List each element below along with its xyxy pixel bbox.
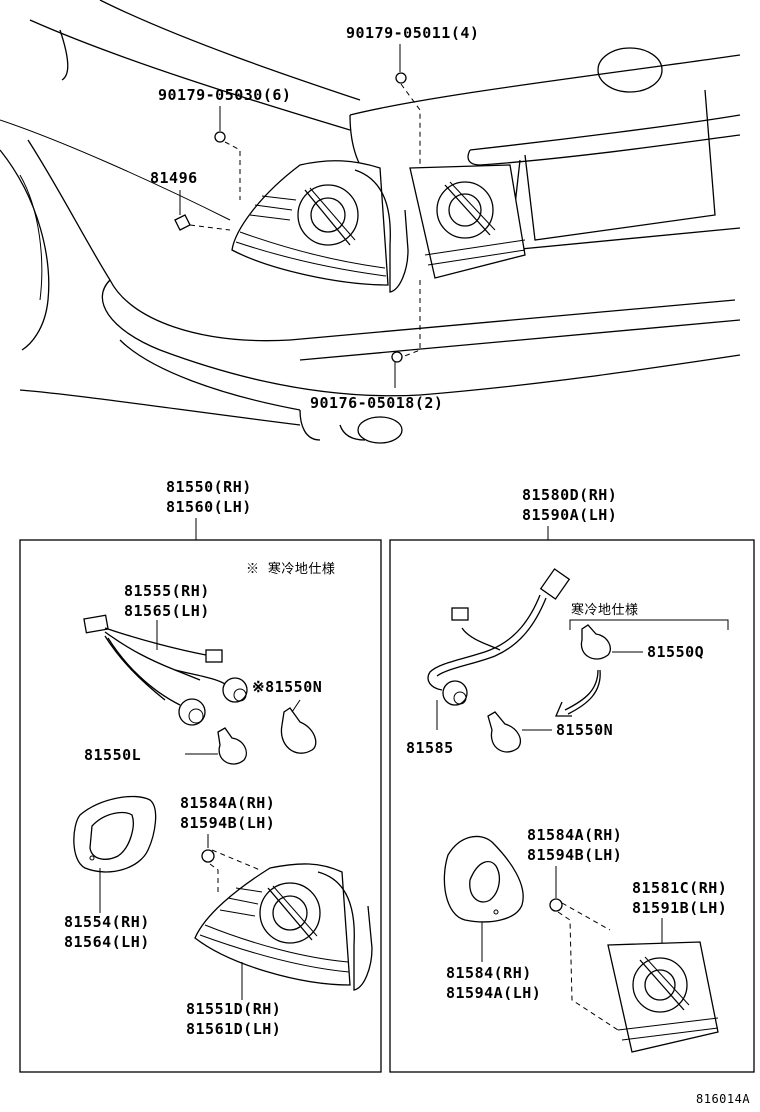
right-bulb-n: 81550N	[556, 721, 613, 739]
left-nut-lh: 81594B(LH)	[180, 814, 275, 832]
left-gasket-rh: 81554(RH)	[64, 913, 150, 931]
left-assembly-rh: 81550(RH)	[166, 478, 252, 496]
label-clip: 81496	[150, 169, 198, 187]
left-assembly-lh: 81560(LH)	[166, 498, 252, 516]
right-gasket-rh: 81584(RH)	[446, 964, 532, 982]
right-nut-rh: 81584A(RH)	[527, 826, 622, 844]
left-note: ※ 寒冷地仕様	[246, 561, 335, 577]
screw-icon	[391, 351, 403, 363]
figure-code: 816014A	[696, 1092, 750, 1106]
bulb-icon	[280, 707, 317, 754]
tail-lamp-lens-left	[194, 863, 373, 991]
left-lens-rh: 81551D(RH)	[186, 1000, 281, 1018]
bulb-icon	[580, 624, 611, 660]
gasket-icon	[73, 795, 157, 873]
left-bulb-l: 81550L	[84, 746, 141, 764]
bulb-icon	[217, 727, 247, 765]
right-lens-rh: 81581C(RH)	[632, 879, 727, 897]
clip-icon	[174, 214, 191, 231]
nut-icon	[549, 898, 563, 912]
gasket-icon	[443, 835, 524, 923]
left-gasket-lh: 81564(LH)	[64, 933, 150, 951]
right-nut-lh: 81594B(LH)	[527, 846, 622, 864]
wire-harness-socket-left	[83, 614, 248, 726]
screw-icon	[395, 72, 407, 84]
arrow-icon	[564, 669, 599, 711]
right-gasket-lh: 81594A(LH)	[446, 984, 541, 1002]
right-panel-frame	[389, 539, 755, 1073]
bulb-icon	[487, 711, 521, 753]
left-socket-lh: 81565(LH)	[124, 602, 210, 620]
left-socket-rh: 81555(RH)	[124, 582, 210, 600]
label-screw-a: 90179-05011(4)	[346, 24, 479, 42]
wire-harness-socket-right	[427, 568, 571, 706]
label-screw-c: 90176-05018(2)	[310, 394, 443, 412]
vehicle-rear-illustration	[0, 0, 741, 444]
right-note: 寒冷地仕様	[571, 602, 639, 618]
left-panel-frame	[19, 539, 382, 1073]
right-lens-lh: 81591B(LH)	[632, 899, 727, 917]
screw-icon	[214, 131, 226, 143]
label-screw-b: 90179-05030(6)	[158, 86, 291, 104]
nut-icon	[201, 849, 215, 863]
right-assembly-lh: 81590A(LH)	[522, 506, 617, 524]
left-lens-lh: 81561D(LH)	[186, 1020, 281, 1038]
left-bulb-n: ※81550N	[252, 678, 322, 696]
right-assembly-rh: 81580D(RH)	[522, 486, 617, 504]
tail-lamp-lens-right	[607, 941, 719, 1053]
right-socket: 81585	[406, 739, 454, 757]
right-bulb-q: 81550Q	[647, 643, 704, 661]
left-nut-rh: 81584A(RH)	[180, 794, 275, 812]
